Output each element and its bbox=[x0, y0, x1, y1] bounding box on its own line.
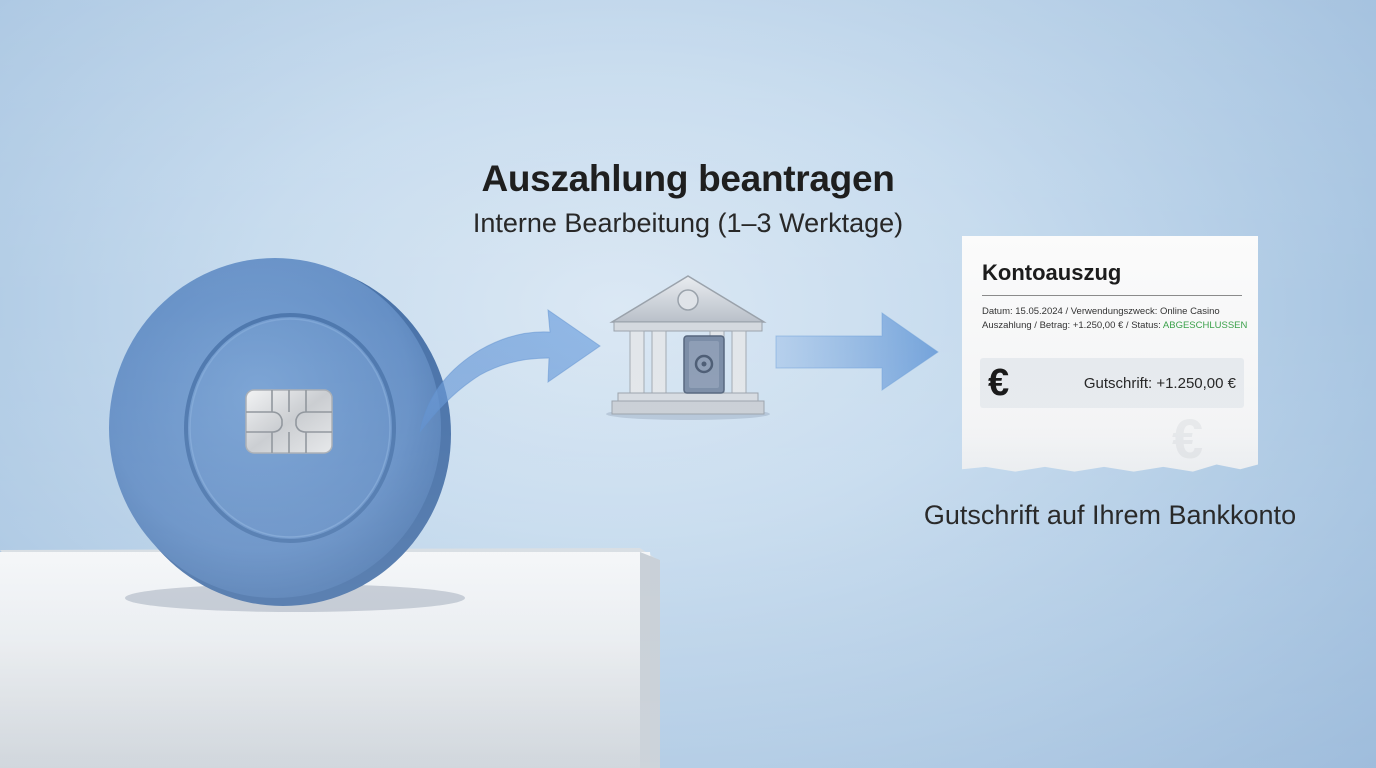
watermark: € bbox=[1172, 407, 1204, 470]
divider bbox=[982, 295, 1242, 296]
arrow-right-icon bbox=[775, 312, 939, 391]
credit-amount: Gutschrift: +1.250,00 € bbox=[1083, 375, 1236, 392]
statement-line-date: Datum: 15.05.2024 / Verwendungszweck: On… bbox=[982, 306, 1220, 317]
statement-title: Kontoauszug bbox=[982, 260, 1122, 285]
page-subtitle: Interne Bearbeitung (1–3 Werktage) bbox=[472, 208, 904, 238]
caption: Gutschrift auf Ihrem Bankkonto bbox=[923, 500, 1297, 530]
chip-card-icon bbox=[245, 389, 333, 454]
arrow-right-icon bbox=[419, 308, 601, 433]
bank-statement: Kontoauszug Datum: 15.05.2024 / Verwendu… bbox=[962, 236, 1258, 472]
credit-box: € Gutschrift: +1.250,00 € bbox=[980, 358, 1244, 408]
safe-icon bbox=[683, 335, 725, 394]
status-badge: ABGESCHLUSSEN bbox=[1162, 320, 1248, 331]
page-title: Auszahlung beantragen bbox=[481, 158, 895, 199]
euro-icon: € bbox=[988, 362, 1010, 404]
bank-building-icon bbox=[606, 275, 770, 420]
statement-line-amount: Auszahlung / Betrag: +1.250,00 € / Statu… bbox=[982, 320, 1247, 331]
statement-line-amount-text: Auszahlung / Betrag: +1.250,00 € / Statu… bbox=[982, 320, 1163, 331]
